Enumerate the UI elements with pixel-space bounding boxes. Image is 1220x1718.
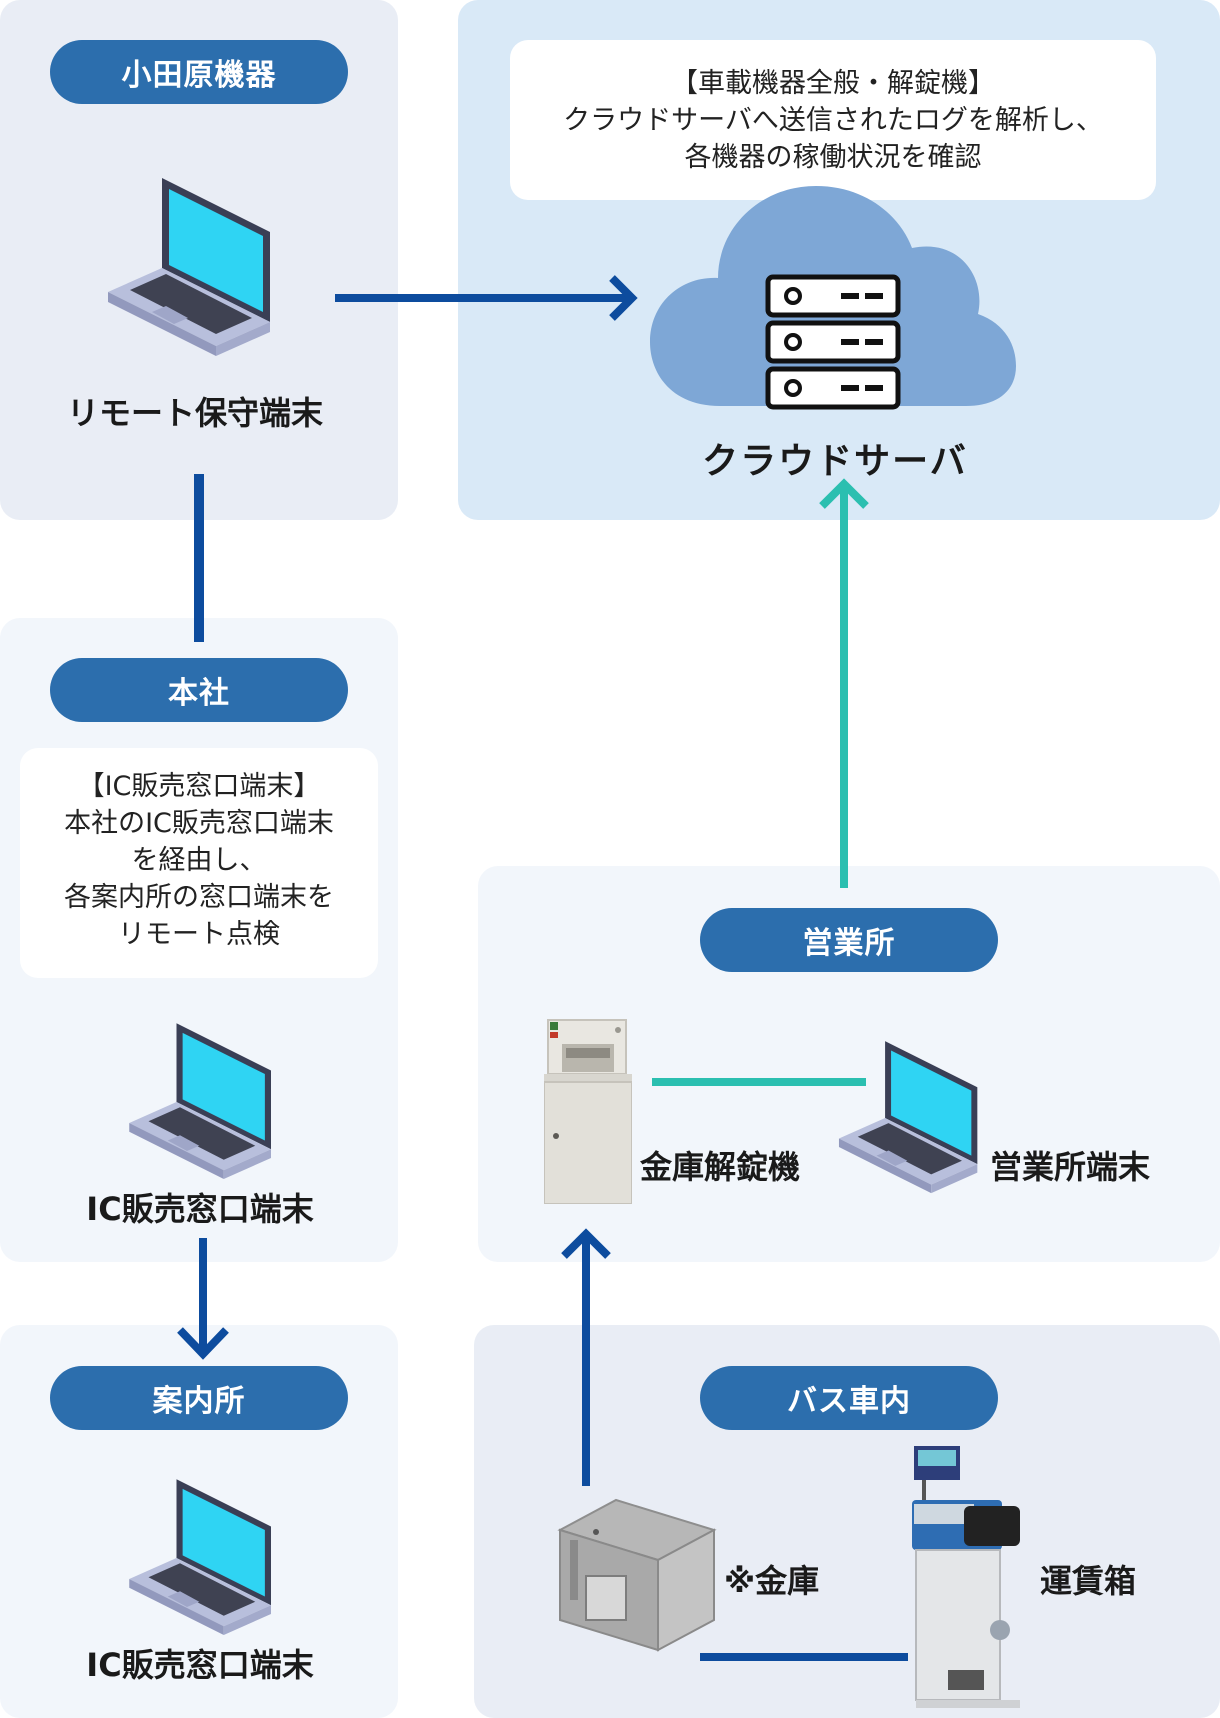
remote-terminal-label: リモート保守端末: [66, 394, 323, 432]
arrow-safe-to-unlocker-head: [561, 1228, 611, 1259]
honsha-note-line: 本社のIC販売窓口端末: [64, 808, 334, 839]
server-icon: [765, 274, 901, 410]
cloud-note-line: 【車載機器全般・解錠機】: [671, 68, 995, 99]
honsha-note-line: を経由し、: [131, 845, 267, 876]
annaisho-pill: 案内所: [50, 1366, 348, 1430]
cloud-note-line: 各機器の稼働状況を確認: [684, 142, 982, 173]
fare-box-label: 運賃箱: [1040, 1562, 1137, 1600]
laptop-icon: [129, 1479, 271, 1635]
annaisho-terminal-label: IC販売窓口端末: [86, 1646, 314, 1684]
cloud-note: 【車載機器全般・解錠機】 クラウドサーバへ送信されたログを解析し、 各機器の稼働…: [510, 40, 1156, 200]
laptop-icon: [129, 1023, 271, 1179]
bus-pill: バス車内: [700, 1366, 998, 1430]
safe-icon: [557, 1498, 717, 1652]
odawara-pill: 小田原機器: [50, 40, 348, 104]
fare-box-icon: [912, 1446, 1020, 1708]
honsha-terminal-label: IC販売窓口端末: [86, 1190, 314, 1228]
cloud-server-label: クラウドサーバ: [702, 441, 968, 482]
safe-label: ※金庫: [724, 1562, 820, 1600]
eigyosho-pill: 営業所: [700, 908, 998, 972]
safe-unlocker-icon: [544, 1019, 632, 1204]
laptop-icon: [838, 1041, 978, 1194]
honsha-note-line: リモート点検: [118, 919, 280, 950]
cloud-note-line: クラウドサーバへ送信されたログを解析し、: [563, 105, 1103, 136]
honsha-pill: 本社: [50, 658, 348, 722]
honsha-note: 【IC販売窓口端末】 本社のIC販売窓口端末 を経由し、 各案内所の窓口端末を …: [20, 748, 378, 978]
eigyosho-terminal-label: 営業所端末: [990, 1148, 1151, 1186]
laptop-icon: [108, 178, 270, 356]
arrow-honsha-to-annaisho-head: [177, 1327, 229, 1360]
honsha-note-line: 【IC販売窓口端末】: [77, 771, 321, 802]
unlocker-label: 金庫解錠機: [640, 1148, 801, 1186]
arrow-eigyosho-to-cloud-head: [819, 478, 869, 509]
arrow-remote-to-cloud-head: [609, 275, 638, 321]
honsha-note-line: 各案内所の窓口端末を: [64, 882, 334, 913]
